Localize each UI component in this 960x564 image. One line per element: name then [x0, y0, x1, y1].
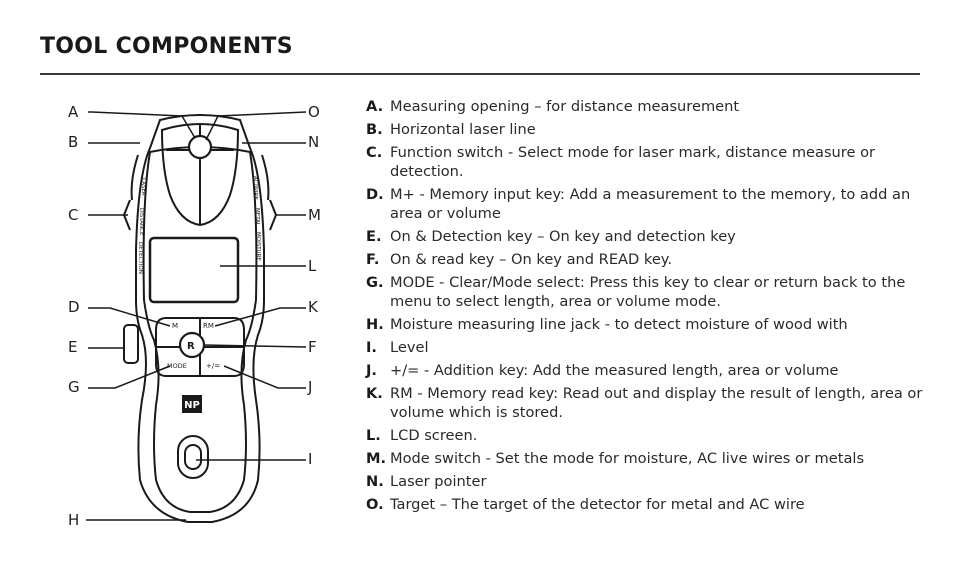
- legend-item: M.Mode switch - Set the mode for moistur…: [366, 449, 926, 468]
- legend-letter: A.: [366, 98, 384, 115]
- legend-item: N. Laser pointer: [366, 472, 926, 491]
- button-cluster: [155, 317, 245, 377]
- callout-d: D: [68, 298, 80, 316]
- key-plus-label: +/=: [206, 362, 220, 370]
- legend-item: K. RM - Memory read key: Read out and dis…: [366, 384, 926, 422]
- legend-item: D. M+ - Memory input key: Add a measureme…: [366, 185, 926, 223]
- legend-text: Measuring opening – for distance measure…: [390, 98, 740, 115]
- components-legend: A. Measuring opening – for distance measu…: [366, 97, 926, 518]
- callout-b: B: [68, 133, 79, 151]
- legend-letter: C.: [366, 144, 383, 161]
- callout-l: L: [308, 257, 317, 275]
- legend-text: Function switch - Select mode for laser …: [390, 144, 876, 180]
- logo-badge: [182, 395, 202, 413]
- legend-letter: G.: [366, 274, 384, 291]
- legend-letter: K.: [366, 385, 383, 402]
- legend-letter: M.: [366, 450, 387, 467]
- callout-e: E: [68, 338, 78, 356]
- legend-item: C. Function switch - Select mode for lase…: [366, 143, 926, 181]
- legend-text: On & read key – On key and READ key.: [390, 251, 672, 268]
- legend-item: J. +/= - Addition key: Add the measured l…: [366, 361, 926, 380]
- level-slot: [177, 435, 209, 479]
- target-head: [160, 123, 240, 227]
- side-label-left-1: DISTANCE: [138, 208, 144, 236]
- legend-letter: O.: [366, 496, 384, 513]
- legend-text: M+ - Memory input key: Add a measurement…: [390, 186, 911, 222]
- device-inner-body: [142, 146, 258, 513]
- side-label-right-0: AC/WIRE: [252, 176, 258, 200]
- key-mode-label: MODE: [167, 362, 187, 370]
- legend-item: B. Horizontal laser line: [366, 120, 926, 139]
- side-jack: [123, 324, 139, 364]
- callout-o: O: [308, 103, 320, 121]
- callout-h: H: [68, 511, 80, 529]
- legend-text: Horizontal laser line: [390, 121, 536, 138]
- tool-illustration: NP M RM R MODE +/= LASER DISTANCE DETECT…: [86, 111, 307, 523]
- legend-letter: L.: [366, 427, 381, 444]
- callout-m: M: [308, 206, 321, 224]
- legend-letter: D.: [366, 186, 384, 203]
- legend-text: RM - Memory read key: Read out and displ…: [390, 385, 923, 421]
- side-label-left-2: DETECTION: [137, 242, 143, 274]
- callout-c: C: [68, 206, 79, 224]
- callout-g: G: [68, 378, 80, 396]
- legend-item: L. LCD screen.: [366, 426, 926, 445]
- legend-item: G. MODE - Clear/Mode select: Press this k…: [366, 273, 926, 311]
- callout-n: N: [308, 133, 320, 151]
- legend-text: +/= - Addition key: Add the measured len…: [390, 362, 839, 379]
- key-rm-label: RM: [203, 322, 214, 330]
- lcd-screen: [148, 236, 240, 304]
- legend-letter: E.: [366, 228, 382, 245]
- key-r-label: R: [187, 341, 195, 352]
- callout-k: K: [308, 298, 318, 316]
- side-label-left-0: LASER: [140, 178, 146, 196]
- legend-text: On & Detection key – On key and detectio…: [390, 228, 736, 245]
- legend-text: Target – The target of the detector for …: [390, 496, 805, 513]
- legend-text: Mode switch - Set the mode for moisture,…: [390, 450, 865, 467]
- title-divider: [40, 73, 920, 75]
- tool-diagram: NP M RM R MODE +/= LASER DISTANCE DETECT…: [0, 0, 360, 560]
- legend-item: O. Target – The target of the detector fo…: [366, 495, 926, 514]
- callout-i: I: [308, 450, 313, 468]
- legend-text: LCD screen.: [390, 427, 478, 444]
- legend-item: A. Measuring opening – for distance measu…: [366, 97, 926, 116]
- key-m-label: M: [172, 322, 178, 330]
- legend-text: MODE - Clear/Mode select: Press this key…: [390, 274, 906, 310]
- legend-text: Moisture measuring line jack - to detect…: [390, 316, 848, 333]
- legend-letter: I.: [366, 339, 377, 356]
- legend-letter: F.: [366, 251, 380, 268]
- legend-item: F. On & read key – On key and READ key.: [366, 250, 926, 269]
- legend-letter: N.: [366, 473, 384, 490]
- page-title: TOOL COMPONENTS: [40, 34, 293, 59]
- legend-item: E. On & Detection key – On key and detect…: [366, 227, 926, 246]
- legend-item: I. Level: [366, 338, 926, 357]
- legend-letter: B.: [366, 121, 383, 138]
- side-label-right-1: METAL: [254, 208, 260, 227]
- legend-item: H. Moisture measuring line jack - to dete…: [366, 315, 926, 334]
- legend-letter: J.: [366, 362, 377, 379]
- legend-text: Laser pointer: [390, 473, 487, 490]
- side-label-right-2: MOISTURE: [255, 232, 261, 261]
- legend-letter: H.: [366, 316, 384, 333]
- callout-a: A: [68, 103, 79, 121]
- legend-text: Level: [390, 339, 429, 356]
- callout-j: J: [308, 378, 313, 396]
- device-outer-body: [135, 114, 265, 523]
- logo-text: NP: [184, 400, 200, 411]
- callout-f: F: [308, 338, 317, 356]
